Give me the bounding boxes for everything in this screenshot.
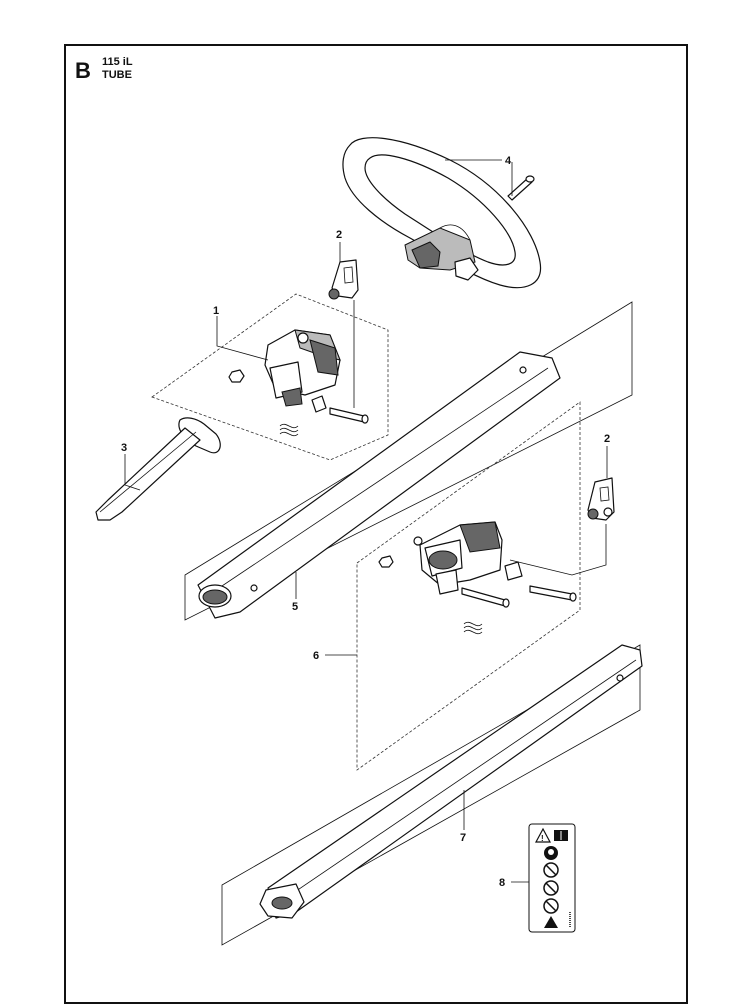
- warning-icon: !: [534, 827, 552, 843]
- page-frame: [64, 44, 688, 1004]
- warning-decal: !: [528, 823, 576, 933]
- callout-7: 7: [460, 832, 466, 844]
- screw-lower-b: [504, 561, 577, 602]
- throttle-lever: [95, 417, 221, 521]
- svg-text:!: !: [541, 834, 544, 843]
- leader-2b-to-screw: [509, 524, 607, 576]
- handle-bolt: [507, 175, 535, 201]
- section-letter: B: [75, 58, 91, 83]
- loop-handle: [342, 137, 542, 289]
- clamp-top: [328, 259, 359, 300]
- model-label: 115 iL: [102, 56, 133, 68]
- clamp-right: [587, 477, 615, 521]
- assembly-6-boundary: [356, 401, 581, 771]
- callout-4: 4: [505, 155, 512, 167]
- callout-2: 2: [604, 433, 610, 445]
- screw-upper: [311, 395, 369, 424]
- callout-2: 2: [336, 229, 342, 241]
- callout-5: 5: [292, 601, 298, 613]
- callout-6: 6: [313, 650, 319, 662]
- throttle-housing-lower: [413, 521, 503, 595]
- callout-3: 3: [121, 442, 127, 454]
- manual-icon: [554, 830, 568, 841]
- leader-3: [124, 454, 141, 491]
- callout-8: 8: [499, 877, 505, 889]
- warning-icon: [544, 916, 558, 928]
- screw-lower-a: [461, 587, 510, 608]
- spring-upper: [279, 423, 299, 437]
- tube-7-outline: [221, 644, 641, 946]
- nut-lower: [378, 555, 394, 568]
- callout-1: 1: [213, 305, 219, 317]
- throttle-housing-upper: [264, 329, 341, 407]
- nut-upper: [228, 369, 245, 383]
- leader-1: [216, 316, 269, 361]
- upper-tube: [197, 351, 561, 619]
- spring-lower: [463, 621, 483, 635]
- page-title: TUBE: [102, 69, 132, 81]
- assembly-1-boundary: [151, 293, 389, 461]
- lower-tube: [259, 644, 643, 919]
